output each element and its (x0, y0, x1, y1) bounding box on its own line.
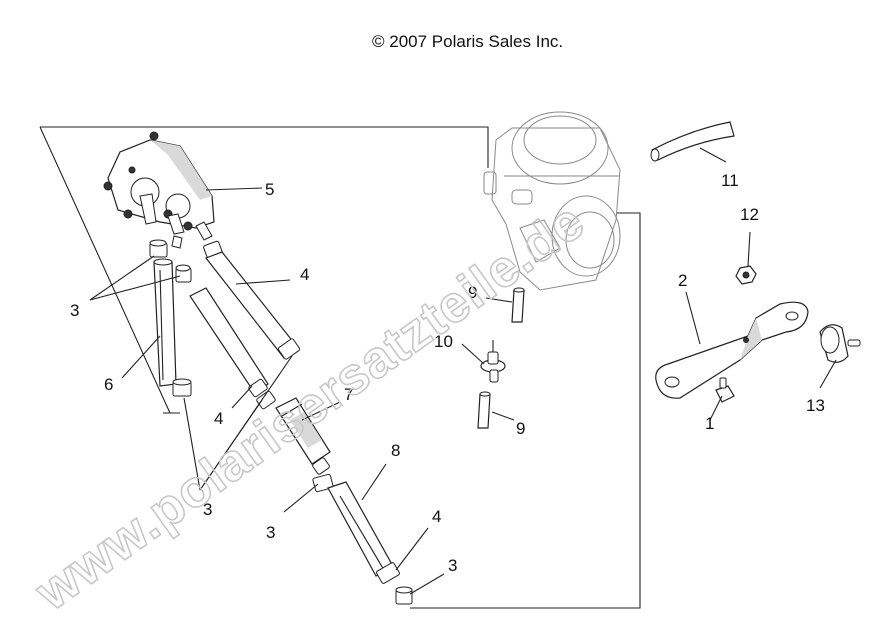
clamp-upper-mid (176, 265, 191, 282)
clamp-lower-3 (396, 587, 412, 604)
callout-5: 5 (265, 180, 275, 199)
callout-9-upper: 9 (468, 283, 478, 302)
callout-13: 13 (806, 396, 825, 415)
hose-4-lower (376, 562, 400, 584)
callout-9-lower: 9 (516, 419, 526, 438)
rubber-mount-13 (820, 325, 860, 362)
hose-9-lower (478, 392, 490, 428)
callout-11: 11 (721, 171, 739, 190)
callout-3-lower: 3 (448, 556, 458, 575)
callout-4-middle: 4 (214, 409, 224, 428)
carburetor-outline (484, 112, 620, 290)
callout-7: 7 (344, 385, 354, 404)
callout-3-lower-mid: 3 (266, 523, 276, 542)
hose-8 (328, 482, 394, 576)
hose-9-upper (512, 288, 524, 322)
hose-4-middle (190, 288, 276, 410)
hose-4-upper (206, 252, 300, 360)
callout-3-middle: 3 (203, 500, 213, 519)
check-valve-10 (481, 340, 505, 382)
callout-4-lower: 4 (432, 507, 442, 526)
bolt-1 (716, 378, 734, 402)
frame-lines (39, 126, 641, 609)
clamp-lower-left (173, 379, 191, 396)
callout-2: 2 (678, 271, 688, 290)
bracket-2 (656, 302, 808, 398)
clamp-mid-3 (312, 474, 333, 492)
callout-12: 12 (740, 205, 759, 224)
callout-6: 6 (104, 375, 114, 394)
callout-4-upper: 4 (300, 265, 310, 284)
nut-12 (736, 266, 756, 284)
callout-8: 8 (391, 441, 401, 460)
callout-10: 10 (434, 332, 453, 351)
copyright-text: © 2007 Polaris Sales Inc. (372, 32, 564, 51)
callout-3-upper: 3 (70, 301, 80, 320)
leader-lines (89, 147, 837, 595)
clamp-upper-left (150, 240, 167, 257)
fuel-filter-7 (276, 398, 330, 475)
callout-1: 1 (705, 414, 715, 433)
vent-hose-11 (651, 122, 734, 161)
fuel-pump-part (104, 132, 214, 248)
